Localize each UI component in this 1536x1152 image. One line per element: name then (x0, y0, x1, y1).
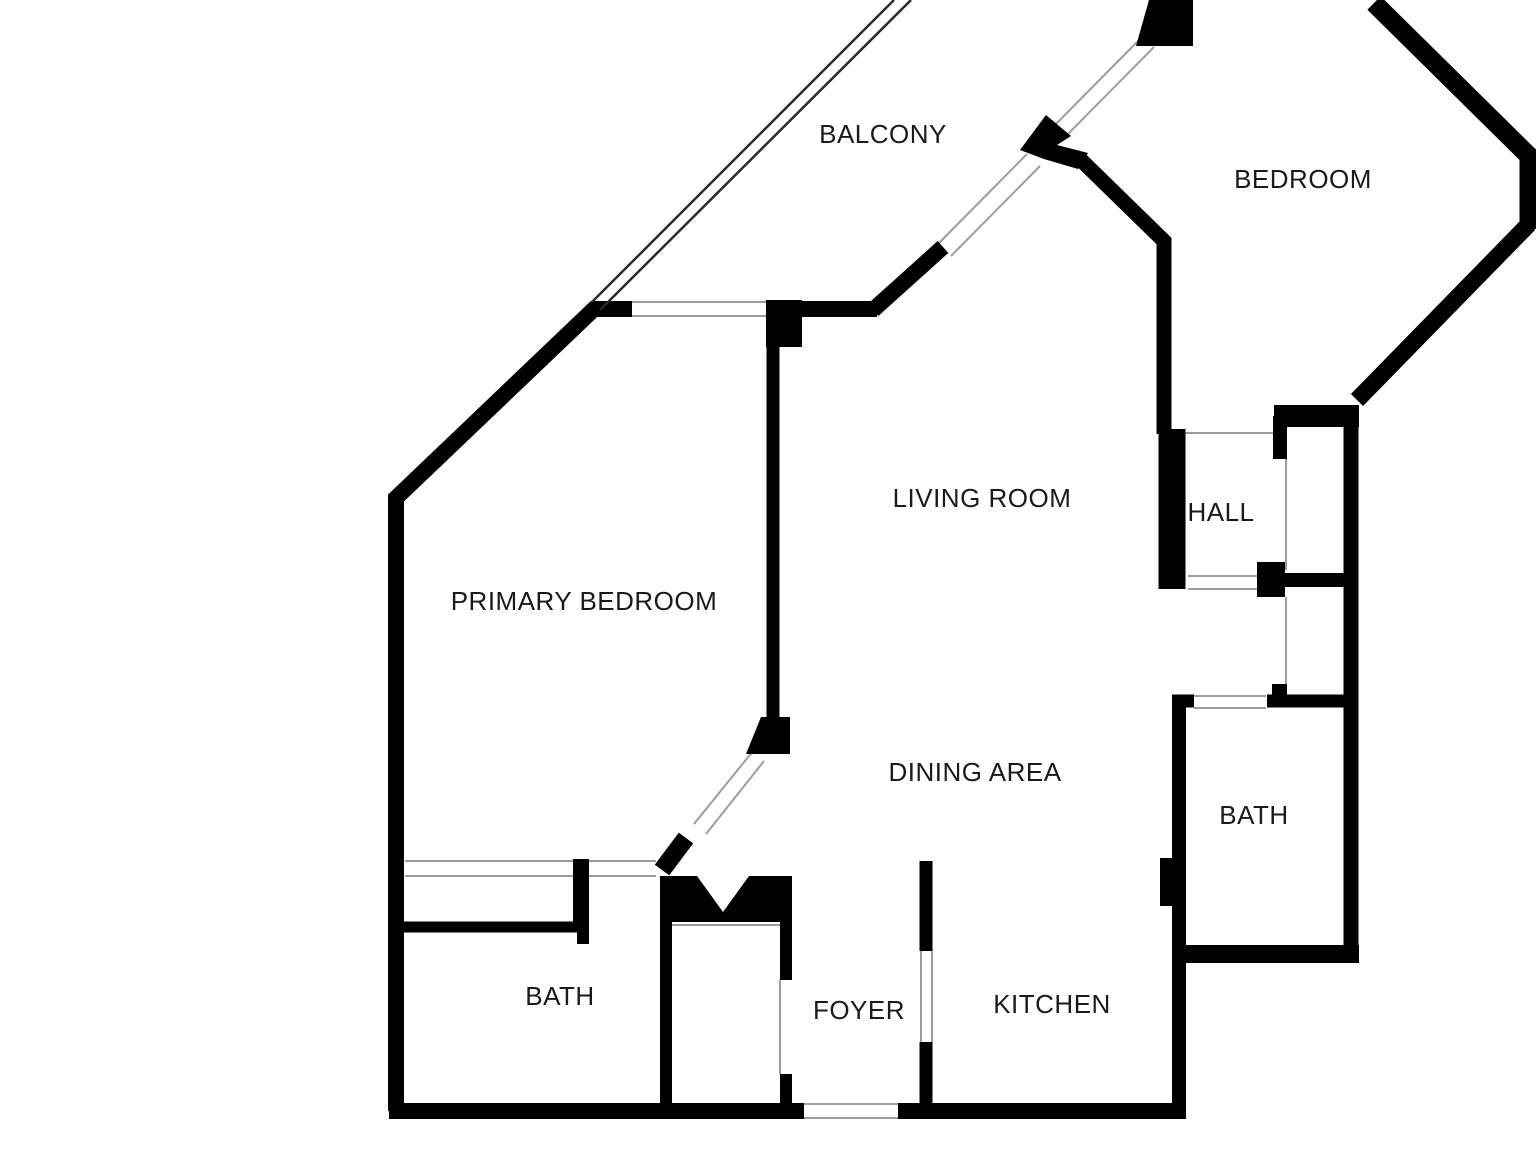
room-label-balcony: BALCONY (819, 119, 947, 149)
bath-right-outer-tab (1160, 858, 1174, 906)
door-window-openings (405, 38, 1287, 1119)
room-label-dining-area: DINING AREA (888, 757, 1061, 787)
foyer-closet-east-lower (780, 1074, 792, 1111)
balcony-window1-a (937, 153, 1028, 245)
balcony-railing-outer (591, 0, 895, 303)
foyer-closet-west-wall (660, 922, 672, 1111)
room-label-bath-left: BATH (525, 981, 594, 1011)
primary-diag-door-b (705, 760, 765, 835)
foyer-closet-east-upper (780, 922, 792, 980)
room-labels: BALCONY BEDROOM LIVING ROOM HALL PRIMARY BED… (451, 119, 1372, 1025)
primary-diag-door-a (693, 750, 754, 825)
balcony-corner-wedge (1020, 115, 1088, 169)
left-wall-nw-diagonal-top-stub (388, 301, 632, 1111)
room-label-bath-right: BATH (1219, 800, 1288, 830)
bath-left-step (577, 932, 589, 944)
hall-junction-block (1257, 562, 1285, 597)
walls (388, 0, 1536, 1119)
room-label-bedroom: BEDROOM (1234, 164, 1372, 194)
top-edge-wedge (1136, 0, 1193, 46)
room-label-living-room: LIVING ROOM (893, 483, 1072, 513)
bedroom-sw-diagonal-and-wall (1074, 153, 1172, 434)
balcony-railing (591, 0, 912, 311)
room-label-primary-bedroom: PRIMARY BEDROOM (451, 586, 718, 616)
bedroom-ne-diagonal (1367, 0, 1536, 163)
closet-b-bottom-tab (1272, 684, 1287, 696)
room-label-kitchen: KITCHEN (993, 989, 1111, 1019)
room-label-hall: HALL (1187, 497, 1254, 527)
foyer-closet-mass (660, 876, 792, 922)
primary-door-lower-diagonal (654, 832, 694, 876)
balcony-window1-b (950, 165, 1041, 257)
living-nw-diagonal (867, 241, 949, 316)
balcony-railing-inner (599, 0, 912, 311)
closet-band-tab (573, 859, 589, 932)
bedroom-se-diagonal (1350, 218, 1536, 406)
top-corner-block (766, 300, 802, 347)
balcony-window2-b (1064, 46, 1155, 138)
room-label-foyer: FOYER (813, 995, 905, 1025)
wall-blocks (573, 0, 1287, 1111)
balcony-window2-a (1050, 38, 1141, 130)
primary-door-top-block (746, 717, 790, 754)
